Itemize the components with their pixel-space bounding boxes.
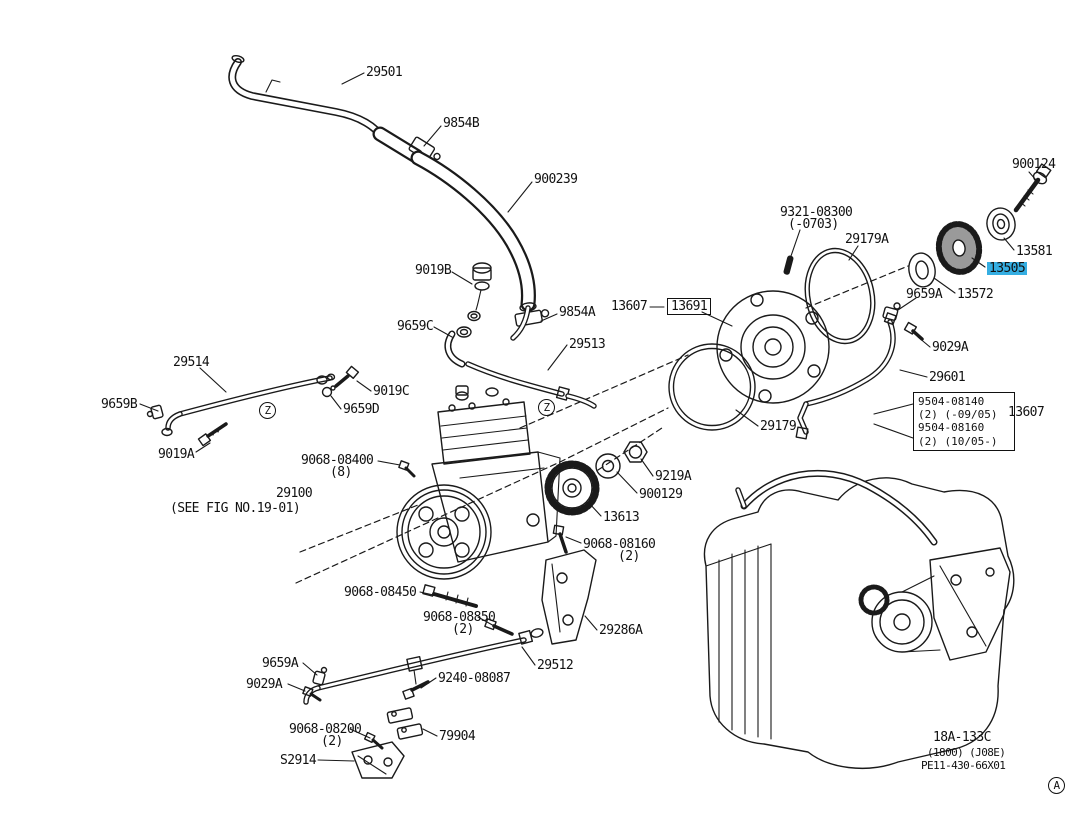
part-label: (8) (330, 465, 352, 480)
grommet-9659D (321, 385, 336, 398)
part-label: 9659A (262, 656, 299, 671)
bolt-9019A (197, 422, 228, 447)
pin-9321-08300 (783, 255, 794, 275)
part-label: 9068-08850 (423, 610, 496, 625)
bolt-9068-08400 (398, 460, 416, 478)
part-label: 29179A (845, 232, 889, 247)
part-label: 13691 (667, 298, 712, 315)
bolt-9029A-right (903, 321, 924, 341)
bolt-9068-08450 (422, 584, 478, 608)
figure-variant: (1800) (J08E) (927, 745, 1006, 759)
view-marker-label: A (1048, 777, 1065, 794)
ref-box-bracket-lines (873, 403, 914, 439)
part-label: 29513 (569, 337, 606, 352)
part-label: 9659D (343, 402, 380, 417)
part-label: 9659A (906, 287, 943, 302)
part-label: 13607 (611, 299, 648, 314)
part-label: 9659C (397, 319, 434, 334)
bearing-13581 (986, 207, 1016, 241)
ref-note-line: (2) (10/05-) (918, 434, 998, 448)
view-marker-label: Z (259, 402, 276, 419)
part-label: 9854A (559, 305, 596, 320)
part-label: 29501 (366, 65, 403, 80)
part-label: 9029A (246, 677, 283, 692)
clamp-9659A-lower (312, 666, 328, 686)
bolt-900124 (1013, 163, 1052, 213)
gear-13505 (935, 221, 983, 275)
part-label: 29286A (599, 623, 643, 638)
part-label: 13607 (1008, 405, 1045, 420)
o-ring-29179A (804, 247, 876, 345)
part-label: 9659B (101, 397, 138, 412)
part-label: (2) (321, 734, 343, 749)
elbow-hose-9659C (444, 330, 466, 368)
bolt-9068-08160 (552, 524, 568, 554)
bracket-S2914 (351, 741, 405, 779)
part-label: 29512 (537, 658, 574, 673)
part-label: 9019B (415, 263, 452, 278)
washer-900129 (595, 453, 621, 479)
part-label: 9854B (443, 116, 480, 131)
part-label: (-0703) (788, 217, 839, 232)
clip-9659B (146, 404, 164, 420)
part-label: 29100 (276, 486, 313, 501)
ref-note-line: 9504-08140 (918, 395, 985, 408)
pipe-29601 (795, 312, 897, 440)
bolt-9240-08087 (402, 680, 430, 700)
cover-13691 (716, 290, 830, 404)
part-label: 9029A (932, 340, 969, 355)
washer-13572 (908, 252, 936, 288)
o-ring-29179 (668, 343, 756, 431)
part-label: 13581 (1016, 244, 1053, 259)
view-marker-label: Z (538, 399, 555, 416)
ref-note-line: (2) (-09/05) (918, 408, 998, 422)
figure-model: 18A-133C (933, 730, 991, 745)
part-label: 9068-08200 (289, 722, 362, 737)
part-label: 29514 (173, 355, 210, 370)
pipe-29512 (303, 628, 544, 705)
pipe-29514 (161, 373, 336, 437)
compressor-29100 (396, 385, 561, 580)
part-label: 9019C (373, 384, 410, 399)
bracket-29286A (541, 549, 597, 645)
part-label: 9019A (158, 447, 195, 462)
part-label: 13505 (987, 261, 1028, 276)
nut-9219A (623, 441, 648, 463)
gear-13613 (544, 460, 600, 516)
clamp-9659A-right (882, 302, 901, 321)
part-label: 9068-08400 (301, 453, 374, 468)
figure-code: PE11-430-66X01 (921, 758, 1006, 772)
part-label: 9068-08160 (583, 537, 656, 552)
part-label: 9219A (655, 469, 692, 484)
part-label: 29179 (760, 419, 797, 434)
leader-lines (139, 72, 1037, 762)
part-label: 900129 (639, 487, 683, 502)
ref-note-box: 9504-08140 (2) (-09/05) 9504-08160 (2) (… (913, 392, 1015, 451)
figure-reference: 18A-133C (1800) (J08E) PE11-430-66X01 (921, 730, 1006, 772)
part-label: 9240-08087 (438, 671, 511, 686)
ref-note-line: 9504-08160 (918, 421, 985, 435)
part-label: (2) (452, 622, 474, 637)
breather-9019B (456, 262, 492, 338)
pipe-29501 (228, 55, 386, 140)
part-label: 9321-08300 (780, 205, 853, 220)
pipe-29513 (465, 305, 597, 409)
part-label: S2914 (280, 753, 317, 768)
part-label: 29601 (929, 370, 966, 385)
part-label: 900239 (534, 172, 578, 187)
engine-block-assembly (703, 469, 1015, 769)
hose-clamp-9854A (514, 309, 550, 327)
part-label: (2) (618, 549, 640, 564)
part-label: 9068-08450 (344, 585, 417, 600)
part-label: 900124 (1012, 157, 1056, 172)
part-label: (SEE FIG NO.19-01) (170, 501, 301, 516)
part-label: 13572 (957, 287, 994, 302)
bolt-9019C (334, 365, 360, 388)
part-label: 13613 (603, 510, 640, 525)
part-label: 79904 (439, 729, 476, 744)
clamp-79904 (386, 707, 424, 740)
